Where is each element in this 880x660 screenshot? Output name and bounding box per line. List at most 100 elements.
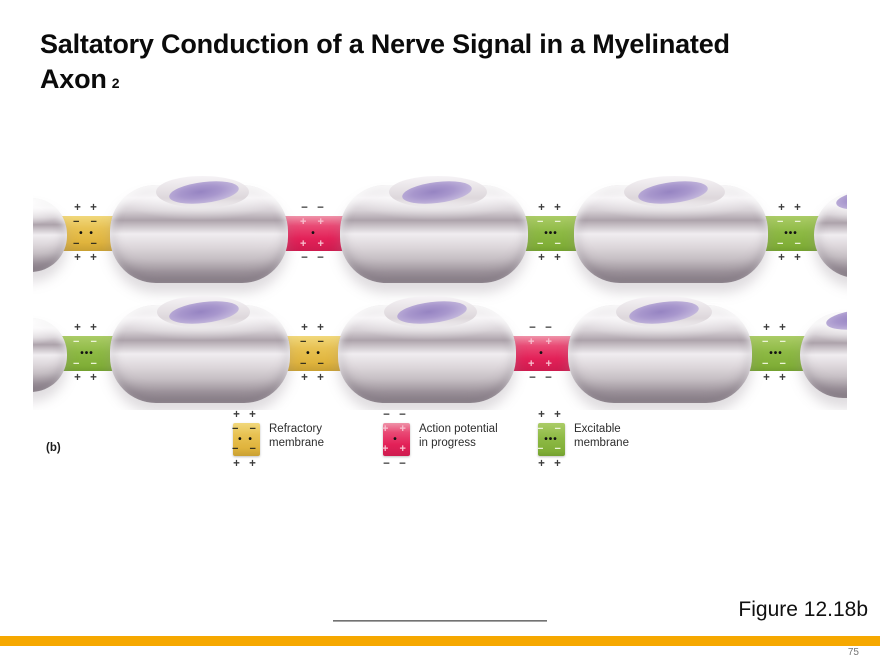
legend-item-excitable: + + − − ••• − − + + Excitable membrane bbox=[536, 408, 629, 471]
ion-dots: ••• bbox=[544, 433, 558, 445]
charge-signs-outside-top: + + bbox=[778, 202, 804, 214]
node-membrane-band: − − • • − − bbox=[285, 336, 343, 371]
accent-bar bbox=[0, 636, 880, 646]
legend-item-refractory: + + − − • • − − + + Refractory membrane bbox=[231, 408, 324, 471]
legend-item-action-potential: − − + + • + + − − Action potential in pr… bbox=[381, 408, 498, 471]
charge-signs-inside-top: − − bbox=[537, 422, 565, 435]
figure-caption: Figure 12.18b bbox=[738, 598, 868, 621]
charge-signs-outside-top: + + bbox=[763, 322, 789, 334]
legend-label-line: membrane bbox=[574, 436, 629, 449]
title-line1: Saltatory Conduction of a Nerve Signal i… bbox=[40, 29, 730, 59]
charge-signs-inside-top: − − bbox=[73, 216, 101, 229]
charge-signs-outside-bottom: + + bbox=[74, 252, 100, 264]
myelin-sheath bbox=[338, 296, 516, 403]
charge-signs-inside-bottom: + + bbox=[300, 237, 328, 250]
charge-signs-above: − − bbox=[383, 409, 409, 421]
charge-signs-outside-top: − − bbox=[301, 202, 327, 214]
charge-signs-below: − − bbox=[383, 458, 409, 470]
charge-signs-inside-bottom: − − bbox=[537, 443, 565, 456]
charge-signs-outside-top: + + bbox=[74, 202, 100, 214]
charge-signs-outside-bottom: − − bbox=[529, 372, 555, 384]
slide-title: Saltatory Conduction of a Nerve Signal i… bbox=[40, 27, 850, 101]
charge-signs-outside-bottom: + + bbox=[763, 372, 789, 384]
charge-signs-outside-top: + + bbox=[301, 322, 327, 334]
ion-dots: • • bbox=[306, 347, 322, 359]
ion-dots: • bbox=[311, 227, 317, 239]
refractory-swatch: − − • • − − bbox=[232, 422, 260, 456]
myelin-sheath-partial bbox=[800, 306, 847, 398]
charge-signs-inside-top: − − bbox=[777, 216, 805, 229]
axon-diagram: + + − − • • − − + + − − + + • + + − − + … bbox=[33, 160, 847, 410]
ion-dots: • • bbox=[79, 227, 95, 239]
charge-signs-above: + + bbox=[538, 409, 564, 421]
charge-signs-inside-top: − − bbox=[300, 336, 328, 349]
charge-signs-inside-top: − − bbox=[762, 336, 790, 349]
schwann-cell-nucleus bbox=[825, 306, 847, 333]
legend-label-refractory: Refractory membrane bbox=[269, 423, 324, 471]
node-membrane-band: − − ••• − − bbox=[59, 336, 115, 371]
node-excitable: + + − − ••• − − + + bbox=[59, 321, 115, 393]
charge-signs-inside-bottom: − − bbox=[73, 237, 101, 250]
legend-label-excitable: Excitable membrane bbox=[574, 423, 629, 471]
charge-signs-inside-bottom: − − bbox=[762, 357, 790, 370]
charge-signs-below: + + bbox=[233, 458, 259, 470]
node-refractory: + + − − • • − − + + bbox=[285, 321, 343, 393]
node-membrane-band: + + • + + bbox=[283, 216, 345, 251]
panel-label: (b) bbox=[46, 442, 61, 454]
myelin-sheath bbox=[110, 296, 290, 403]
title-line2: Axon bbox=[40, 64, 107, 94]
legend-label-line: in progress bbox=[419, 436, 476, 449]
charge-signs-inside-top: − − bbox=[73, 336, 101, 349]
node-refractory: + + − − • • − − + + bbox=[59, 201, 115, 273]
schwann-cell-nucleus bbox=[835, 186, 847, 213]
charge-signs-outside-bottom: + + bbox=[301, 372, 327, 384]
charge-signs-inside-bottom: − − bbox=[537, 237, 565, 250]
charge-signs-inside-top: − − bbox=[537, 216, 565, 229]
myelin-sheath bbox=[574, 176, 768, 283]
myelin-sheath bbox=[340, 176, 528, 283]
charge-signs-inside-bottom: + + bbox=[528, 357, 556, 370]
ion-dots: ••• bbox=[80, 347, 94, 359]
charge-signs-outside-top: + + bbox=[538, 202, 564, 214]
charge-signs-above: + + bbox=[233, 409, 259, 421]
node-excitable: + + − − ••• − − + + bbox=[763, 201, 819, 273]
charge-signs-outside-bottom: − − bbox=[301, 252, 327, 264]
charge-signs-outside-bottom: + + bbox=[74, 372, 100, 384]
ion-dots: ••• bbox=[544, 227, 558, 239]
page-number: 75 bbox=[847, 647, 859, 658]
node-membrane-band: − − ••• − − bbox=[763, 216, 819, 251]
ion-dots: • bbox=[539, 347, 545, 359]
myelin-sheath bbox=[110, 176, 288, 283]
legend-label-line: Action potential bbox=[419, 423, 498, 435]
charge-signs-outside-top: − − bbox=[529, 322, 555, 334]
ion-dots: ••• bbox=[769, 347, 783, 359]
legend-label-line: membrane bbox=[269, 436, 324, 449]
legend-label-line: Refractory bbox=[269, 423, 323, 435]
charge-signs-inside-bottom: − − bbox=[777, 237, 805, 250]
action-potential-swatch: + + • + + bbox=[382, 422, 410, 456]
charge-signs-outside-top: + + bbox=[74, 322, 100, 334]
charge-signs-inside-top: − − bbox=[232, 422, 260, 435]
excitable-swatch: − − ••• − − bbox=[537, 422, 565, 456]
myelin-sheath bbox=[568, 296, 752, 403]
charge-signs-outside-bottom: + + bbox=[778, 252, 804, 264]
charge-signs-inside-top: + + bbox=[382, 422, 410, 435]
node-action-potential: − − + + • + + − − bbox=[283, 201, 345, 273]
charge-signs-inside-top: + + bbox=[300, 216, 328, 229]
node-action-potential: − − + + • + + − − bbox=[511, 321, 573, 393]
divider-line bbox=[333, 620, 547, 622]
node-membrane-band: + + • + + bbox=[511, 336, 573, 371]
charge-signs-inside-bottom: + + bbox=[382, 443, 410, 456]
node-membrane-band: − − • • − − bbox=[59, 216, 115, 251]
ion-dots: • • bbox=[238, 433, 254, 445]
node-membrane-band: − − ••• − − bbox=[523, 216, 579, 251]
charge-signs-inside-bottom: − − bbox=[232, 443, 260, 456]
node-excitable: + + − − ••• − − + + bbox=[747, 321, 805, 393]
ion-dots: ••• bbox=[784, 227, 798, 239]
charge-signs-inside-bottom: − − bbox=[300, 357, 328, 370]
charge-signs-outside-bottom: + + bbox=[538, 252, 564, 264]
title-subscript: 2 bbox=[111, 75, 120, 91]
legend-label-action-potential: Action potential in progress bbox=[419, 423, 498, 471]
charge-signs-below: + + bbox=[538, 458, 564, 470]
